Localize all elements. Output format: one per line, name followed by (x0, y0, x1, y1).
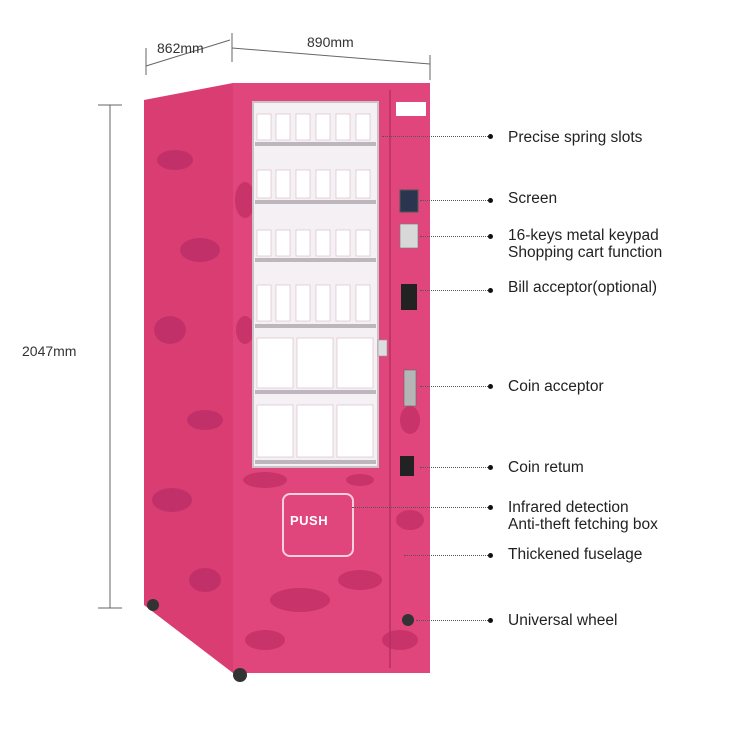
front-pattern (338, 570, 382, 590)
front-pattern (382, 630, 418, 650)
bill-acceptor (401, 284, 417, 310)
machine-side-panel (144, 83, 233, 673)
callout-dot (488, 618, 493, 623)
side-pattern (157, 150, 193, 170)
width-label: 890mm (307, 34, 354, 50)
side-pattern (189, 568, 221, 592)
leader-line (404, 555, 490, 556)
callout-dot (488, 234, 493, 239)
leader-line (382, 136, 490, 137)
height-label: 2047mm (22, 343, 77, 359)
callout-shopping-cart: Shopping cart function (508, 244, 663, 261)
side-pattern (187, 410, 223, 430)
callout-dot (488, 505, 493, 510)
callout-coin-acceptor: Coin acceptor (508, 378, 604, 395)
callout-dot (488, 288, 493, 293)
front-pattern (400, 406, 420, 434)
callout-dot (488, 384, 493, 389)
push-label: PUSH (290, 513, 329, 528)
door-lock (377, 339, 388, 357)
shelves (255, 142, 376, 464)
callout-anti-theft: Anti-theft fetching box (508, 516, 658, 533)
keypad (399, 223, 419, 249)
leader-line (420, 236, 490, 237)
side-pattern (154, 316, 186, 344)
coin-acceptor (403, 369, 417, 407)
leader-line (420, 290, 490, 291)
depth-line (145, 39, 231, 67)
leader-line (420, 467, 490, 468)
callout-dot (488, 198, 493, 203)
leader-line (420, 200, 490, 201)
wheel (233, 668, 247, 682)
front-pattern (396, 510, 424, 530)
callout-coin-return: Coin retum (508, 459, 584, 476)
front-pattern (245, 630, 285, 650)
front-pattern (270, 588, 330, 612)
wheel (147, 599, 159, 611)
callout-wheel: Universal wheel (508, 612, 618, 629)
brand-logo (396, 102, 426, 116)
side-pattern (152, 488, 192, 512)
leader-line (420, 386, 490, 387)
callout-fuselage: Thickened fuselage (508, 546, 643, 563)
front-pattern (235, 182, 255, 218)
callout-bill-acceptor: Bill acceptor(optional) (508, 279, 658, 296)
coin-return (400, 456, 414, 476)
callout-infrared: Infrared detection (508, 499, 629, 516)
callout-dot (488, 134, 493, 139)
product-boxes (256, 113, 374, 458)
leader-line (416, 620, 490, 621)
wheel (402, 614, 414, 626)
callout-dot (488, 553, 493, 558)
side-pattern (180, 238, 220, 262)
fetching-box[interactable] (282, 493, 354, 557)
width-line (231, 47, 431, 65)
callout-spring-slots: Precise spring slots (508, 129, 643, 146)
callout-screen: Screen (508, 190, 558, 207)
callout-dot (488, 465, 493, 470)
depth-label: 862mm (157, 40, 204, 56)
leader-line (352, 507, 490, 508)
screen (399, 189, 419, 213)
front-pattern (346, 474, 374, 486)
front-pattern (236, 316, 254, 344)
callout-keypad: 16-keys metal keypad (508, 227, 659, 244)
front-pattern (243, 472, 287, 488)
